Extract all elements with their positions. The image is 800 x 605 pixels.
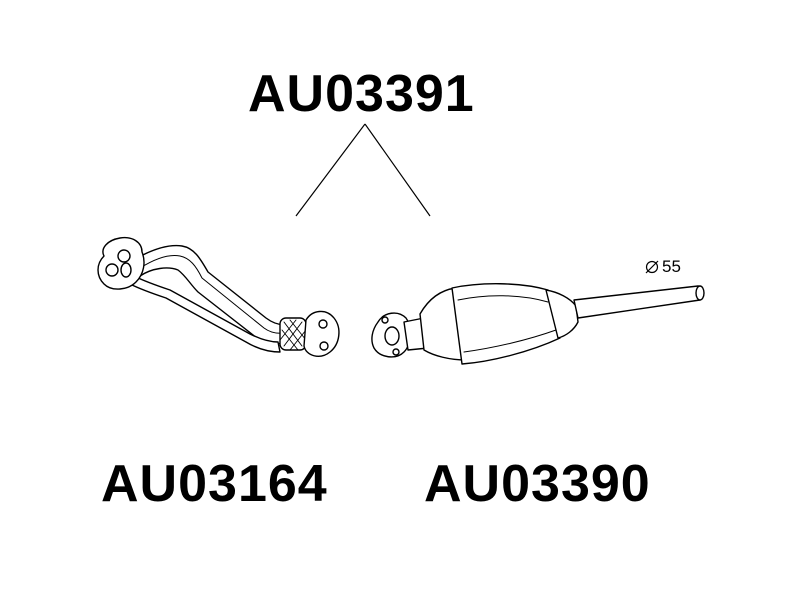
converter-body-seam: [463, 329, 557, 353]
flange-bolt-hole: [381, 316, 389, 324]
assembly-part-number: AU03391: [248, 65, 475, 123]
leader-line-catalytic-converter: [364, 123, 431, 217]
front-pipe-outlet-flange: [303, 310, 340, 357]
diameter-symbol-icon: [645, 260, 659, 274]
flange-bolt-hole: [392, 348, 400, 356]
flange-bolt-hole: [117, 249, 131, 263]
flange-bolt-hole: [105, 263, 119, 277]
front-pipe-secondary-tube: [129, 275, 281, 353]
front-pipe-inlet-flange: [97, 236, 145, 290]
leader-line-front-pipe: [295, 123, 366, 217]
converter-outlet-cone: [545, 289, 579, 339]
assembly-leader-lines: [295, 123, 431, 217]
outlet-pipe-end: [695, 285, 705, 301]
outlet-diameter-annotation: 55: [645, 258, 681, 275]
outlet-diameter-value: 55: [662, 257, 681, 276]
flange-bolt-hole: [319, 341, 329, 351]
converter-inlet-bore: [384, 326, 400, 346]
front-pipe-tube-inner-edge: [139, 255, 291, 334]
catalytic-converter-part-number: AU03390: [424, 455, 651, 513]
flange-bore: [120, 262, 132, 278]
front-pipe-part-number: AU03164: [101, 455, 328, 513]
catalytic-converter-part: [371, 283, 705, 365]
front-pipe-part: [97, 236, 340, 357]
converter-body-seam: [457, 295, 549, 303]
flange-bolt-hole: [318, 319, 328, 329]
converter-outlet-pipe: [573, 285, 705, 319]
flex-joint-braid: [279, 319, 307, 351]
